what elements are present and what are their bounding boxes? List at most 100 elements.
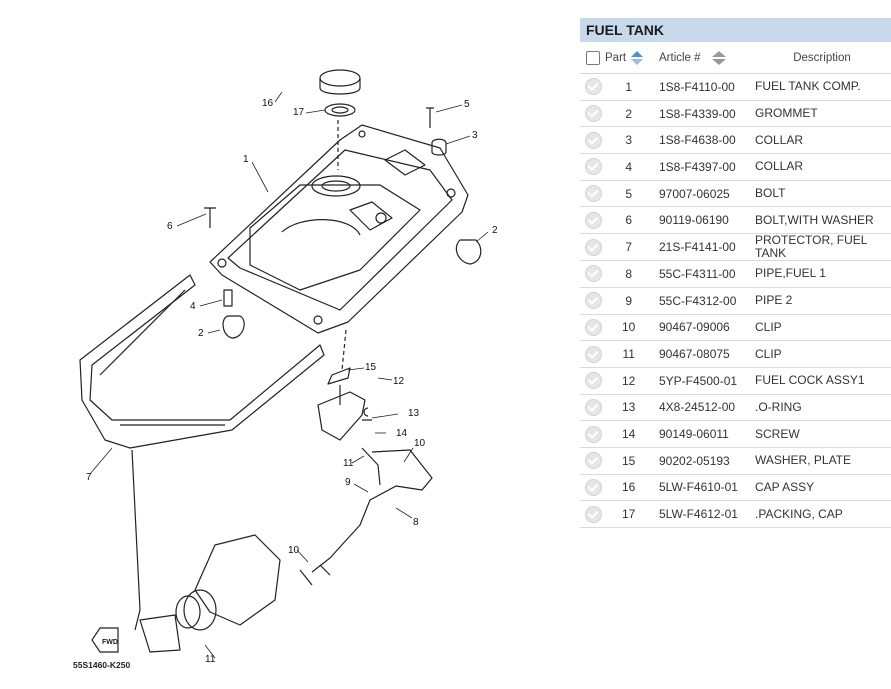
- svg-text:FWD: FWD: [102, 639, 118, 646]
- callout-label: 15: [365, 362, 377, 373]
- circle-check-icon[interactable]: [584, 372, 602, 390]
- part-description: CAP ASSY: [753, 474, 891, 502]
- row-checkbox[interactable]: [580, 233, 607, 262]
- row-checkbox[interactable]: [580, 420, 607, 448]
- callout-label: 9: [345, 477, 351, 488]
- article-number: 5LW-F4612-01: [651, 500, 753, 528]
- callout-label: 2: [492, 225, 498, 236]
- row-checkbox[interactable]: [580, 500, 607, 528]
- row-checkbox[interactable]: [580, 153, 607, 181]
- row-checkbox[interactable]: [580, 260, 607, 288]
- leader-line: [176, 213, 207, 227]
- circle-check-icon[interactable]: [584, 452, 602, 470]
- exploded-parts-diagram: FWD 55S1460-K250 12234567891010111112131…: [73, 69, 498, 670]
- part-number: 15: [606, 447, 651, 475]
- row-checkbox[interactable]: [580, 340, 607, 368]
- circle-check-icon[interactable]: [584, 398, 602, 416]
- part-number: 7: [606, 233, 651, 262]
- part-number: 10: [606, 314, 651, 342]
- circle-check-icon[interactable]: [584, 425, 602, 443]
- row-checkbox[interactable]: [580, 126, 607, 155]
- circle-check-icon[interactable]: [584, 345, 602, 363]
- row-checkbox[interactable]: [580, 394, 607, 422]
- row-checkbox[interactable]: [580, 206, 607, 235]
- part-description: BOLT,WITH WASHER: [753, 206, 891, 235]
- part-description: SCREW: [753, 420, 891, 448]
- article-number: 90467-09006: [651, 314, 753, 342]
- part-number: 4: [606, 153, 651, 181]
- circle-check-icon[interactable]: [584, 185, 602, 203]
- panel-title: FUEL TANK: [580, 18, 891, 42]
- callout-label: 3: [472, 130, 478, 141]
- circle-check-icon[interactable]: [584, 505, 602, 523]
- circle-check-icon[interactable]: [584, 238, 602, 256]
- callout-label: 12: [393, 376, 405, 387]
- row-checkbox[interactable]: [580, 100, 607, 128]
- column-header-description[interactable]: Description: [753, 42, 891, 74]
- row-checkbox[interactable]: [580, 180, 607, 208]
- part-number: 11: [606, 340, 651, 368]
- callout-label: 6: [167, 221, 173, 232]
- select-all-checkbox[interactable]: [586, 50, 600, 65]
- circle-check-icon[interactable]: [584, 105, 602, 123]
- callout-label: 14: [396, 428, 408, 439]
- leader-line: [353, 483, 369, 493]
- circle-check-icon[interactable]: [584, 318, 602, 336]
- part-description: PIPE 2: [753, 287, 891, 315]
- column-header-article[interactable]: Article #: [651, 42, 753, 74]
- row-checkbox[interactable]: [580, 474, 607, 502]
- leader-line: [445, 135, 471, 145]
- leader-line: [305, 109, 326, 114]
- leader-line: [377, 377, 393, 381]
- part-description: FUEL COCK ASSY1: [753, 367, 891, 395]
- row-checkbox[interactable]: [580, 287, 607, 315]
- circle-check-icon[interactable]: [584, 78, 602, 96]
- leader-line: [371, 413, 399, 419]
- row-checkbox[interactable]: [580, 367, 607, 395]
- circle-check-icon[interactable]: [584, 292, 602, 310]
- leader-line: [395, 507, 413, 519]
- article-number: 90202-05193: [651, 447, 753, 475]
- callout-label: 10: [288, 545, 300, 556]
- part-description: .O-RING: [753, 394, 891, 422]
- row-checkbox[interactable]: [580, 447, 607, 475]
- circle-check-icon[interactable]: [584, 265, 602, 283]
- leader-line: [89, 447, 113, 475]
- row-checkbox[interactable]: [580, 314, 607, 342]
- part-description: .PACKING, CAP: [753, 500, 891, 528]
- circle-check-icon[interactable]: [584, 158, 602, 176]
- circle-check-icon[interactable]: [584, 478, 602, 496]
- circle-check-icon[interactable]: [584, 131, 602, 149]
- circle-check-icon[interactable]: [584, 211, 602, 229]
- part-description: BOLT: [753, 180, 891, 208]
- row-checkbox[interactable]: [580, 73, 607, 101]
- article-number: 1S8-F4638-00: [651, 126, 753, 155]
- sort-asc-icon[interactable]: [630, 50, 644, 66]
- leader-line: [251, 161, 269, 193]
- callout-label: 5: [464, 99, 470, 110]
- callout-label: 11: [343, 458, 354, 469]
- column-header-part[interactable]: Part: [580, 42, 651, 74]
- article-number: 4X8-24512-00: [651, 394, 753, 422]
- part-number: 13: [606, 394, 651, 422]
- sort-arrows-icon[interactable]: [711, 50, 727, 66]
